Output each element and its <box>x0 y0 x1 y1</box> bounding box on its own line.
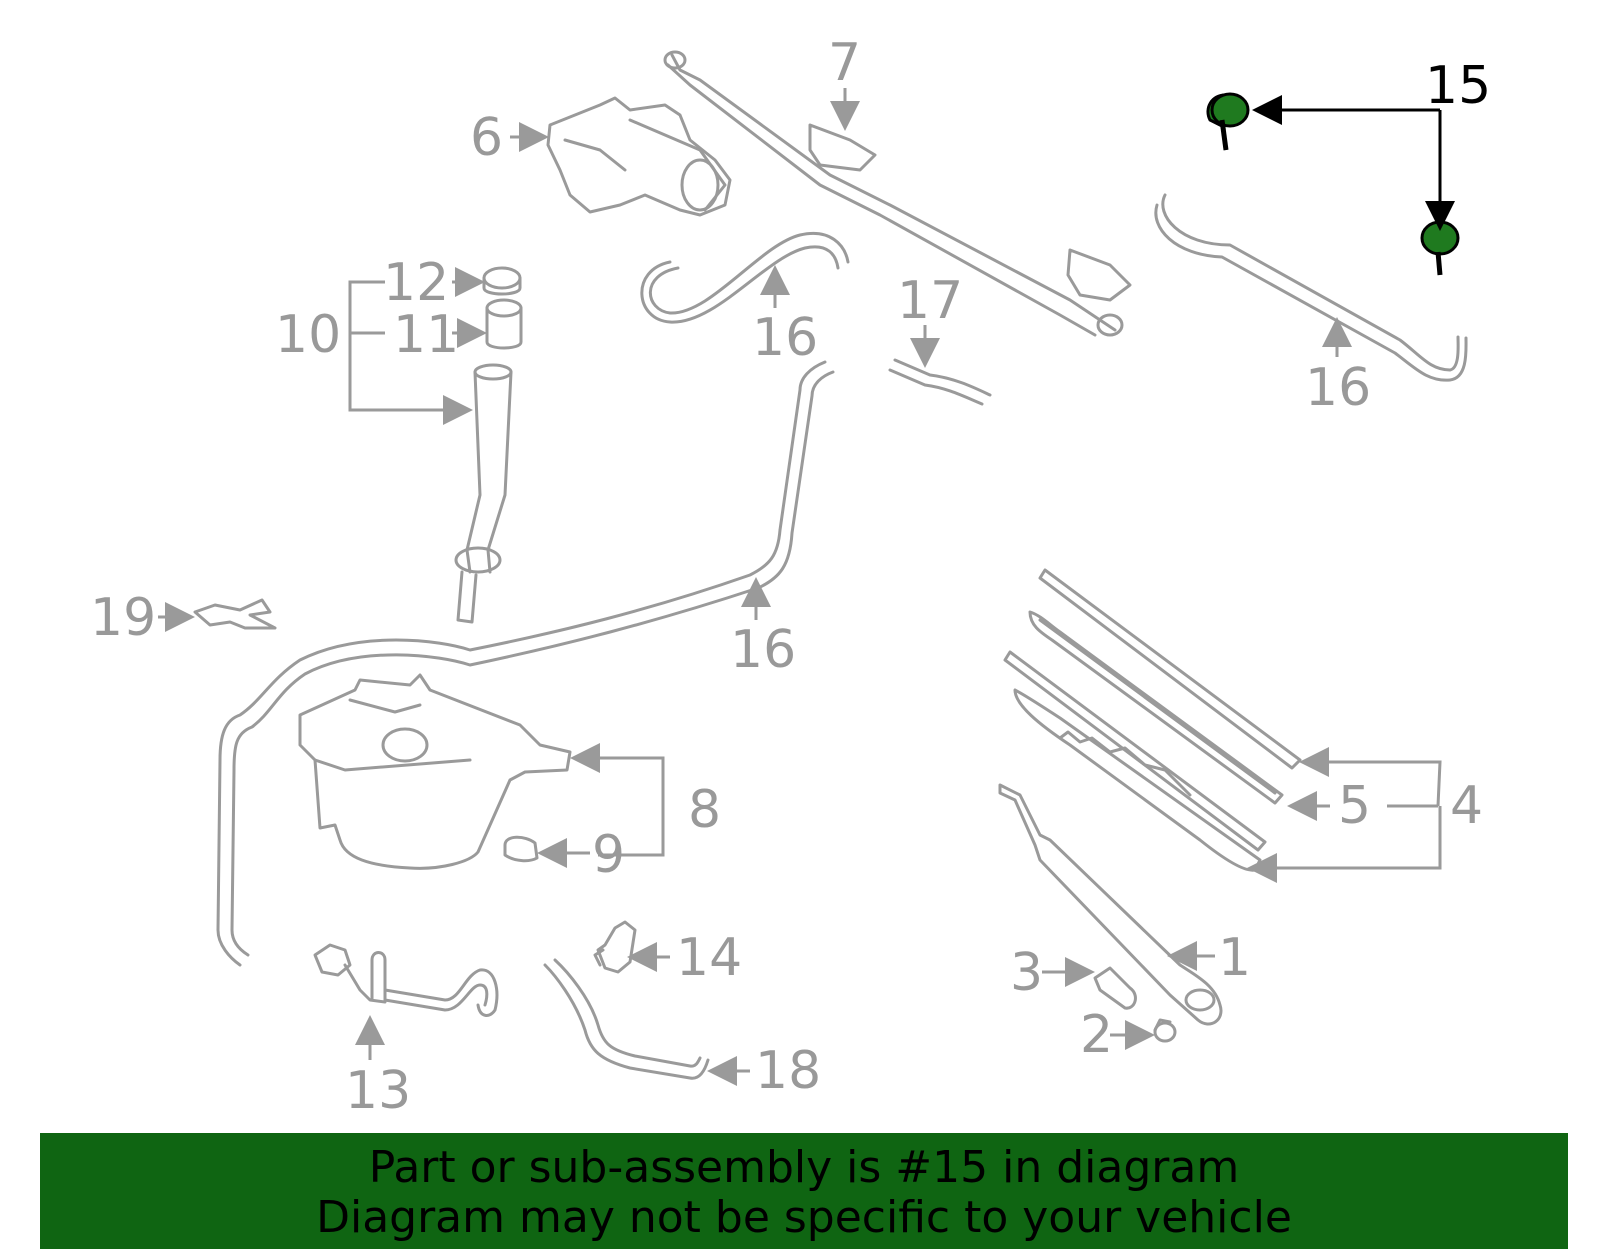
callout-9: 9 <box>592 825 625 885</box>
callout-8: 8 <box>688 780 721 840</box>
filler-cap-part <box>482 266 522 296</box>
filler-seal-part <box>485 298 523 350</box>
hose-17-part <box>888 358 992 406</box>
callout-17: 17 <box>897 271 963 331</box>
banner-line-disclaimer: Diagram may not be specific to your vehi… <box>316 1192 1292 1243</box>
callout-16-long: 16 <box>730 620 796 680</box>
wiper-blade-assembly-4 <box>1003 650 1267 872</box>
tank-grommet-9 <box>503 835 539 863</box>
wiper-arm-nut-2 <box>1153 1018 1177 1043</box>
callout-19: 19 <box>90 588 156 648</box>
callout-labels: 1 2 3 4 5 6 7 8 9 10 11 12 13 14 15 16 1… <box>90 33 1491 1121</box>
callout-15: 15 <box>1425 56 1491 116</box>
callout-16-top-right: 16 <box>1305 358 1371 418</box>
washer-pump-13 <box>313 943 499 1017</box>
hose-16-long <box>216 360 835 967</box>
callout-14: 14 <box>676 928 742 988</box>
washer-nozzle-lower <box>1420 220 1460 276</box>
banner-line-part-number: Part or sub-assembly is #15 in diagram <box>368 1142 1240 1193</box>
info-banner: Part or sub-assembly is #15 in diagram D… <box>40 1133 1568 1249</box>
wiper-blade-refill-5 <box>1028 568 1302 805</box>
washer-tank-part <box>298 673 572 870</box>
washer-nozzle-upper <box>1206 92 1250 151</box>
callout-5: 5 <box>1338 776 1371 836</box>
wiper-motor-part <box>546 96 732 217</box>
callout-3: 3 <box>1010 943 1043 1003</box>
callout-16-top-middle: 16 <box>752 308 818 368</box>
callout-10: 10 <box>275 305 341 365</box>
callout-4: 4 <box>1450 776 1483 836</box>
callout-7: 7 <box>828 33 861 93</box>
callout-13: 13 <box>345 1061 411 1121</box>
callout-2: 2 <box>1080 1005 1113 1065</box>
callout-1: 1 <box>1218 928 1251 988</box>
leader-lines <box>158 88 1455 1086</box>
hose-16-top-right <box>1154 193 1468 382</box>
hose-18-part <box>543 958 710 1080</box>
callout-12: 12 <box>383 253 449 313</box>
callout-11: 11 <box>393 305 459 365</box>
callout-18: 18 <box>755 1041 821 1101</box>
callout-6: 6 <box>470 108 503 168</box>
filler-neck-part <box>454 363 513 624</box>
hose-clip-19 <box>193 598 277 630</box>
wiper-arm-cap-3 <box>1093 966 1137 1010</box>
wiper-linkage-part <box>663 50 1132 337</box>
hose-16-top-middle <box>640 232 850 324</box>
washer-pump-14 <box>593 920 637 974</box>
